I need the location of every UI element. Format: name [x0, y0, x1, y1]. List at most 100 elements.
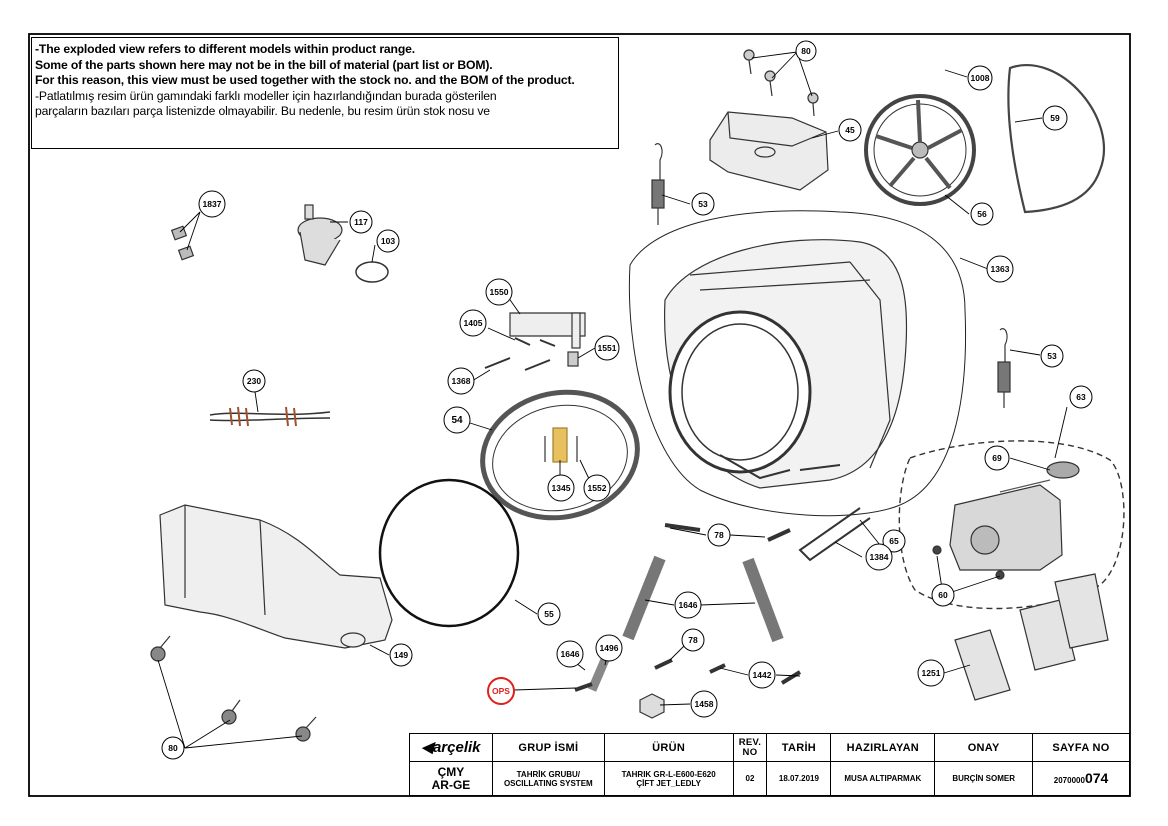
callout-label: 1552	[588, 483, 607, 493]
callout: 1363	[986, 255, 1014, 283]
counterweight-149	[159, 504, 393, 649]
callout: 53	[691, 192, 715, 216]
callout-label: 69	[992, 453, 1002, 463]
callout-label: 1458	[695, 699, 714, 709]
note-line: parçaların bazıları parça listenizde olm…	[35, 104, 490, 118]
callout: 1458	[690, 690, 718, 718]
callout-label: 1646	[561, 649, 580, 659]
callout-label: 45	[845, 125, 855, 135]
header-date: TARİH	[766, 733, 832, 762]
callout: 1550	[485, 278, 513, 306]
callout-label: 78	[714, 530, 724, 540]
callout-label: 53	[698, 199, 708, 209]
pins-78	[654, 523, 791, 670]
ring-103	[355, 261, 389, 283]
group-cell: TAHRİK GRUBU/OSCILLATING SYSTEM	[491, 761, 605, 796]
callout-label: 1384	[870, 552, 889, 562]
callout: 63	[1069, 385, 1093, 409]
callout: 1551	[594, 335, 620, 361]
header-approved: ONAY	[934, 733, 1034, 762]
tub-1363	[628, 210, 967, 517]
callout: 69	[984, 445, 1010, 471]
callout: 230	[242, 369, 266, 393]
screws-bottom	[150, 635, 317, 742]
callout-label: 230	[247, 376, 261, 386]
callout-label: 56	[977, 209, 987, 219]
callout: 1646	[674, 591, 702, 619]
header-group: GRUP İSMİ	[491, 733, 605, 762]
part-117	[297, 204, 343, 266]
callout-label: 55	[544, 609, 554, 619]
pulley-56	[864, 94, 976, 206]
callout-label: 103	[381, 236, 395, 246]
callout-label: 1837	[203, 199, 222, 209]
screws-top	[743, 49, 819, 117]
callout-label: 54	[451, 415, 463, 426]
callout: 1008	[967, 65, 993, 91]
callout: 1496	[595, 634, 623, 662]
page-value: 2070000074	[1032, 761, 1130, 796]
callout-label: 1405	[464, 318, 483, 328]
header-product: ÜRÜN	[603, 733, 734, 762]
callout: 103	[376, 229, 400, 253]
note-line: Some of the parts shown here may not be …	[35, 57, 493, 72]
sensor-ops	[574, 682, 593, 692]
header-rev: REV. NO	[732, 733, 768, 762]
callout: 1384	[865, 543, 893, 571]
callout: 60	[931, 583, 955, 607]
callout-label: 1551	[598, 343, 617, 353]
callout-label: 60	[938, 590, 948, 600]
note-line: -Patlatılmış resim ürün gamındaki farklı…	[35, 88, 497, 103]
motor-63	[949, 461, 1080, 571]
callout-label: 80	[168, 743, 178, 753]
callout-label: 1442	[753, 670, 772, 680]
callout: 59	[1042, 105, 1068, 131]
callout: 1646	[556, 640, 584, 668]
gasket-55	[378, 478, 520, 628]
callout-label: 149	[394, 650, 408, 660]
callout: 55	[537, 602, 561, 626]
heater-65	[798, 507, 871, 562]
callout-label: 1368	[452, 376, 471, 386]
callout: 1552	[583, 474, 611, 502]
callout: 1368	[447, 367, 475, 395]
part-1551	[567, 351, 579, 367]
brand-logo-cell: ◀arçelik	[409, 733, 493, 762]
note-line: For this reason, this view must be used …	[35, 73, 575, 87]
callout: 149	[389, 643, 413, 667]
callout: 1405	[459, 309, 487, 337]
callout-label: 1550	[490, 287, 509, 297]
callout-label: 1363	[991, 264, 1010, 274]
callout: 78	[707, 523, 731, 547]
header-prepared: HAZIRLAYAN	[830, 733, 936, 762]
callout-label: 80	[801, 46, 811, 56]
callout: 117	[349, 210, 373, 234]
callout-ops: OPS	[487, 677, 515, 705]
spring-53-top	[651, 143, 665, 225]
callout-label: 1251	[922, 668, 941, 678]
callout: 1837	[198, 190, 226, 218]
callout: 80	[161, 736, 185, 760]
callout: 53	[1040, 344, 1064, 368]
prepared-value: MUSA ALTIPARMAK	[830, 761, 936, 796]
callout-label: 1496	[600, 643, 619, 653]
callout: 56	[970, 202, 994, 226]
screws-1368	[484, 357, 551, 371]
approved-value: BURÇİN SOMER	[934, 761, 1034, 796]
electronics-1251	[954, 573, 1109, 701]
callout-label: OPS	[492, 686, 510, 696]
nut-1458	[639, 693, 665, 719]
motor-boundary-63	[898, 440, 1125, 610]
callout: 1251	[917, 659, 945, 687]
callout-label: 78	[688, 635, 698, 645]
rev-value: 02	[732, 761, 768, 796]
cable-230	[209, 406, 331, 427]
callout: 45	[838, 118, 862, 142]
callout-label: 1008	[971, 73, 990, 83]
disclaimer-note: -The exploded view refers to different m…	[31, 37, 619, 149]
parts-1837	[170, 225, 195, 261]
callouts: 80 1008 59 45 56 53 1363 1837 117 103 15…	[161, 40, 1093, 760]
